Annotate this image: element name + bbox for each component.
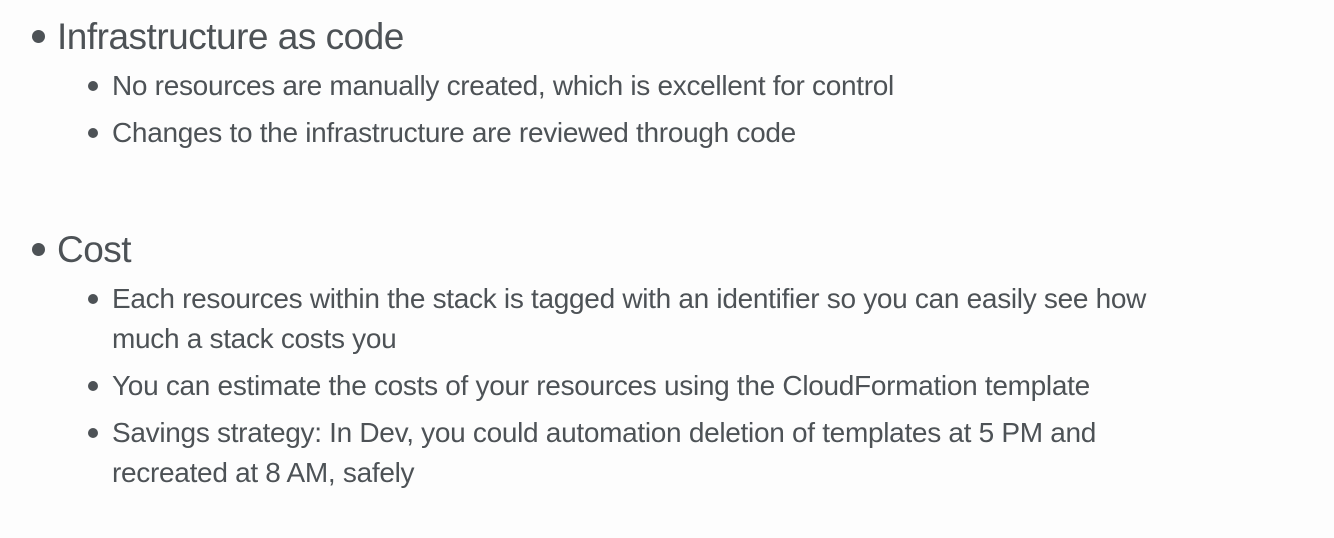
text-line: Changes to the infrastructure are review… — [112, 117, 796, 148]
text-line: recreated at 8 AM, safely — [112, 457, 415, 488]
bullet-icon — [88, 294, 98, 304]
bullet-icon — [32, 243, 45, 256]
text-line: much a stack costs you — [112, 323, 397, 354]
sub-bullet-text: Changes to the infrastructure are review… — [112, 113, 796, 153]
sub-bullet-text: You can estimate the costs of your resou… — [112, 366, 1090, 406]
sub-bullet: Changes to the infrastructure are review… — [88, 113, 1314, 153]
section-title: Cost — [57, 229, 132, 270]
text-line: No resources are manually created, which… — [112, 70, 894, 101]
text-line: Each resources within the stack is tagge… — [112, 283, 1147, 314]
bullet-icon — [88, 428, 98, 438]
bullet-icon — [88, 381, 98, 391]
sub-bullet: You can estimate the costs of your resou… — [88, 366, 1314, 406]
section-infrastructure-as-code: Infrastructure as code No resources are … — [32, 16, 1314, 153]
sub-bullet: Savings strategy: In Dev, you could auto… — [88, 413, 1314, 493]
top-level-bullet: Cost — [32, 229, 1314, 271]
text-line: You can estimate the costs of your resou… — [112, 370, 1090, 401]
sub-bullet-text: No resources are manually created, which… — [112, 66, 894, 106]
bullet-icon — [88, 81, 98, 91]
section-cost: Cost Each resources within the stack is … — [32, 229, 1314, 493]
sub-bullet: No resources are manually created, which… — [88, 66, 1314, 106]
bullet-icon — [32, 30, 45, 43]
text-line: Savings strategy: In Dev, you could auto… — [112, 417, 1097, 448]
top-level-bullet: Infrastructure as code — [32, 16, 1314, 58]
section-title: Infrastructure as code — [57, 16, 404, 57]
sub-bullet-text: Savings strategy: In Dev, you could auto… — [112, 413, 1096, 493]
sub-bullet: Each resources within the stack is tagge… — [88, 279, 1314, 359]
bullet-icon — [88, 128, 98, 138]
sub-bullet-text: Each resources within the stack is tagge… — [112, 279, 1146, 359]
